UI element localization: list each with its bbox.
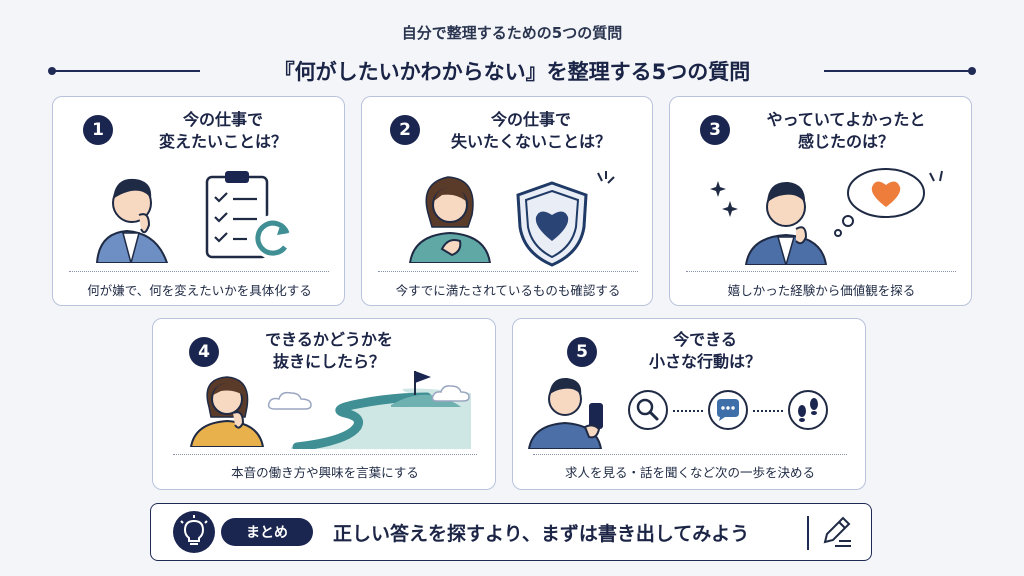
winding-road-flag-icon (291, 371, 471, 449)
person-hand-on-chest-icon (408, 176, 492, 263)
lightbulb-icon (173, 511, 215, 553)
question-line-2: 変えたいことは？ (158, 132, 287, 151)
cloud-icon (267, 391, 312, 410)
dotted-connector (753, 410, 783, 412)
divider (173, 454, 477, 455)
person-thinking-icon (95, 178, 169, 263)
refresh-icon (251, 215, 295, 259)
search-icon (628, 390, 668, 430)
sparkle-icon (597, 171, 615, 184)
number-badge: 1 (83, 115, 113, 145)
cloud-icon (431, 385, 470, 402)
title-dot-left (48, 67, 56, 75)
heart-thought-bubble-icon (834, 168, 925, 237)
person-smartphone-icon (527, 377, 603, 449)
question-line-1: 今の仕事で (490, 110, 571, 129)
divider (69, 271, 329, 272)
question-text: できるかどうかを 抜きにしたら？ (229, 329, 429, 373)
question-text: 今できる 小さな行動は？ (605, 329, 805, 373)
summary-separator (807, 516, 809, 550)
question-line-1: 今の仕事で (182, 110, 263, 129)
chat-bubble-icon (708, 390, 748, 430)
subtitle: 自分で整理するための5つの質問 (401, 24, 623, 42)
page-title: 『何がしたいかわからない』を整理する5つの質問 (273, 60, 751, 84)
title-line-left (50, 70, 200, 72)
question-line-1: 今できる (673, 330, 737, 349)
dotted-connector (673, 410, 703, 412)
number-badge: 3 (700, 115, 730, 145)
summary-badge: まとめ (221, 518, 313, 546)
question-text: 今の仕事で 失いたくないことは？ (426, 109, 636, 153)
question-line-2: 抜きにしたら？ (272, 352, 385, 371)
number-badge: 5 (567, 337, 597, 367)
caption: 今すでに満たされているものも確認する (395, 283, 621, 298)
caption: 本音の働き方や興味を言葉にする (231, 465, 419, 480)
question-line-2: 失いたくないことは？ (450, 132, 611, 151)
person-thinking-icon (189, 376, 265, 447)
question-card-4: 4 できるかどうかを 抜きにしたら？ 本音の働き方や興味を言葉にする (152, 318, 496, 490)
caption: 求人を見る・話を聞くなど次の一歩を決める (564, 465, 815, 480)
caption: 何が嫌で、何を変えたいかを具体化する (87, 283, 312, 298)
caption: 嬉しかった経験から価値観を探る (727, 283, 916, 298)
sparkle-icon (710, 181, 738, 217)
question-card-3: 3 やっていてよかったと 感じたのは？ 嬉しかった経験から価値観を探る (669, 96, 972, 306)
number-badge: 4 (189, 337, 219, 367)
title-row: 『何がしたいかわからない』を整理する5つの質問 (48, 54, 976, 88)
summary-text: 正しい答えを探すより、まずは書き出してみよう (333, 523, 750, 545)
divider (686, 271, 956, 272)
question-line-1: できるかどうかを (265, 330, 393, 349)
sparkle-icon (929, 170, 943, 182)
number-badge: 2 (390, 115, 420, 145)
question-line-2: 小さな行動は？ (648, 352, 761, 371)
question-card-1: 1 今の仕事で 変えたいことは？ 何が嫌で、何を変えたいかを具体化する (52, 96, 345, 306)
title-dot-right (968, 67, 976, 75)
person-smiling-icon (744, 181, 828, 265)
shield-heart-icon (516, 181, 588, 267)
question-card-2: 2 今の仕事で 失いたくないことは？ 今すでに満たされているものも確認する (361, 96, 653, 306)
title-line-right (824, 70, 974, 72)
question-line-1: やっていてよかったと (766, 110, 926, 129)
pen-writing-icon (823, 516, 851, 547)
question-text: 今の仕事で 変えたいことは？ (123, 109, 323, 153)
question-line-2: 感じたのは？ (797, 132, 894, 151)
divider (533, 454, 847, 455)
summary-box: まとめ 正しい答えを探すより、まずは書き出してみよう (150, 503, 872, 561)
question-card-5: 5 今できる 小さな行動は？ 求人を見る・話を聞くなど次の一歩を決める (512, 318, 866, 490)
footprints-icon (788, 390, 828, 430)
divider (378, 271, 638, 272)
question-text: やっていてよかったと 感じたのは？ (736, 109, 956, 153)
